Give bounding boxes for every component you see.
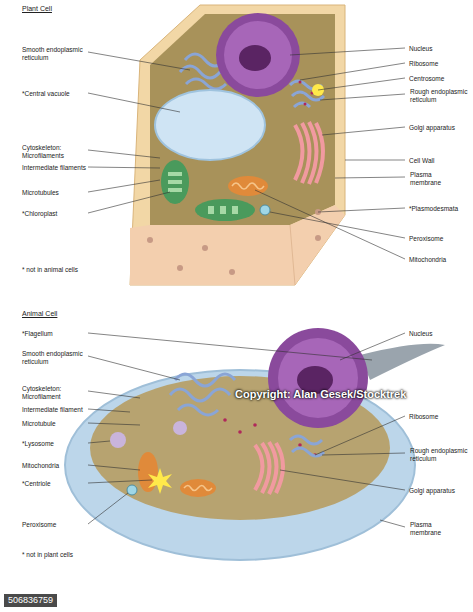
leader-lines bbox=[88, 48, 405, 527]
part-label: Intermediate filaments bbox=[22, 164, 88, 172]
heading: Plant Cell bbox=[22, 5, 92, 13]
part-label: Smooth endoplasmic reticulum bbox=[22, 46, 84, 62]
part-label: *Chloroplast bbox=[22, 210, 88, 218]
part-label: Centrosome bbox=[409, 75, 469, 83]
part-label: Golgi apparatus bbox=[409, 124, 469, 132]
part-label: Plasma membrane bbox=[410, 171, 460, 187]
part-label: *Centriole bbox=[22, 480, 88, 488]
part-label: Mitochondria bbox=[22, 462, 88, 470]
part-label: *Central vacuole bbox=[22, 90, 88, 98]
part-label: Ribosome bbox=[409, 413, 469, 421]
part-label: * not in animal cells bbox=[22, 266, 102, 274]
part-label: *Flagellum bbox=[22, 330, 88, 338]
part-label: Rough endoplasmic reticulum bbox=[410, 447, 468, 463]
part-label: Microtubules bbox=[22, 189, 88, 197]
watermark: Copyright: Alan Gesek/Stocktrek bbox=[235, 388, 406, 401]
part-label: Smooth endoplasmic reticulum bbox=[22, 350, 84, 366]
heading: Animal Cell bbox=[22, 310, 92, 318]
part-label: Nucleus bbox=[409, 330, 469, 338]
part-label: Peroxisome bbox=[22, 521, 88, 529]
part-label: Rough endoplasmic reticulum bbox=[410, 88, 468, 104]
part-label: Plasma membrane bbox=[410, 521, 460, 537]
part-label: Cytoskeleton: Microfilament bbox=[22, 385, 88, 401]
part-label: Cell Wall bbox=[409, 157, 469, 165]
part-label: Intermediate filament bbox=[22, 406, 88, 414]
part-label: Mitochondria bbox=[409, 256, 469, 264]
plant-cell bbox=[130, 5, 345, 285]
image-id: 506836759 bbox=[4, 594, 57, 607]
part-label: Cytoskeleton: Microfilaments bbox=[22, 144, 88, 160]
part-label: Nucleus bbox=[409, 45, 469, 53]
part-label: Ribosome bbox=[409, 60, 469, 68]
part-label: *Lysosome bbox=[22, 440, 88, 448]
part-label: Golgi apparatus bbox=[409, 487, 469, 495]
part-label: Microtubule bbox=[22, 420, 88, 428]
part-label: * not in plant cells bbox=[22, 551, 102, 559]
part-label: Peroxisome bbox=[409, 235, 469, 243]
animal-cell bbox=[65, 328, 445, 560]
part-label: *Plasmodesmata bbox=[409, 205, 469, 213]
